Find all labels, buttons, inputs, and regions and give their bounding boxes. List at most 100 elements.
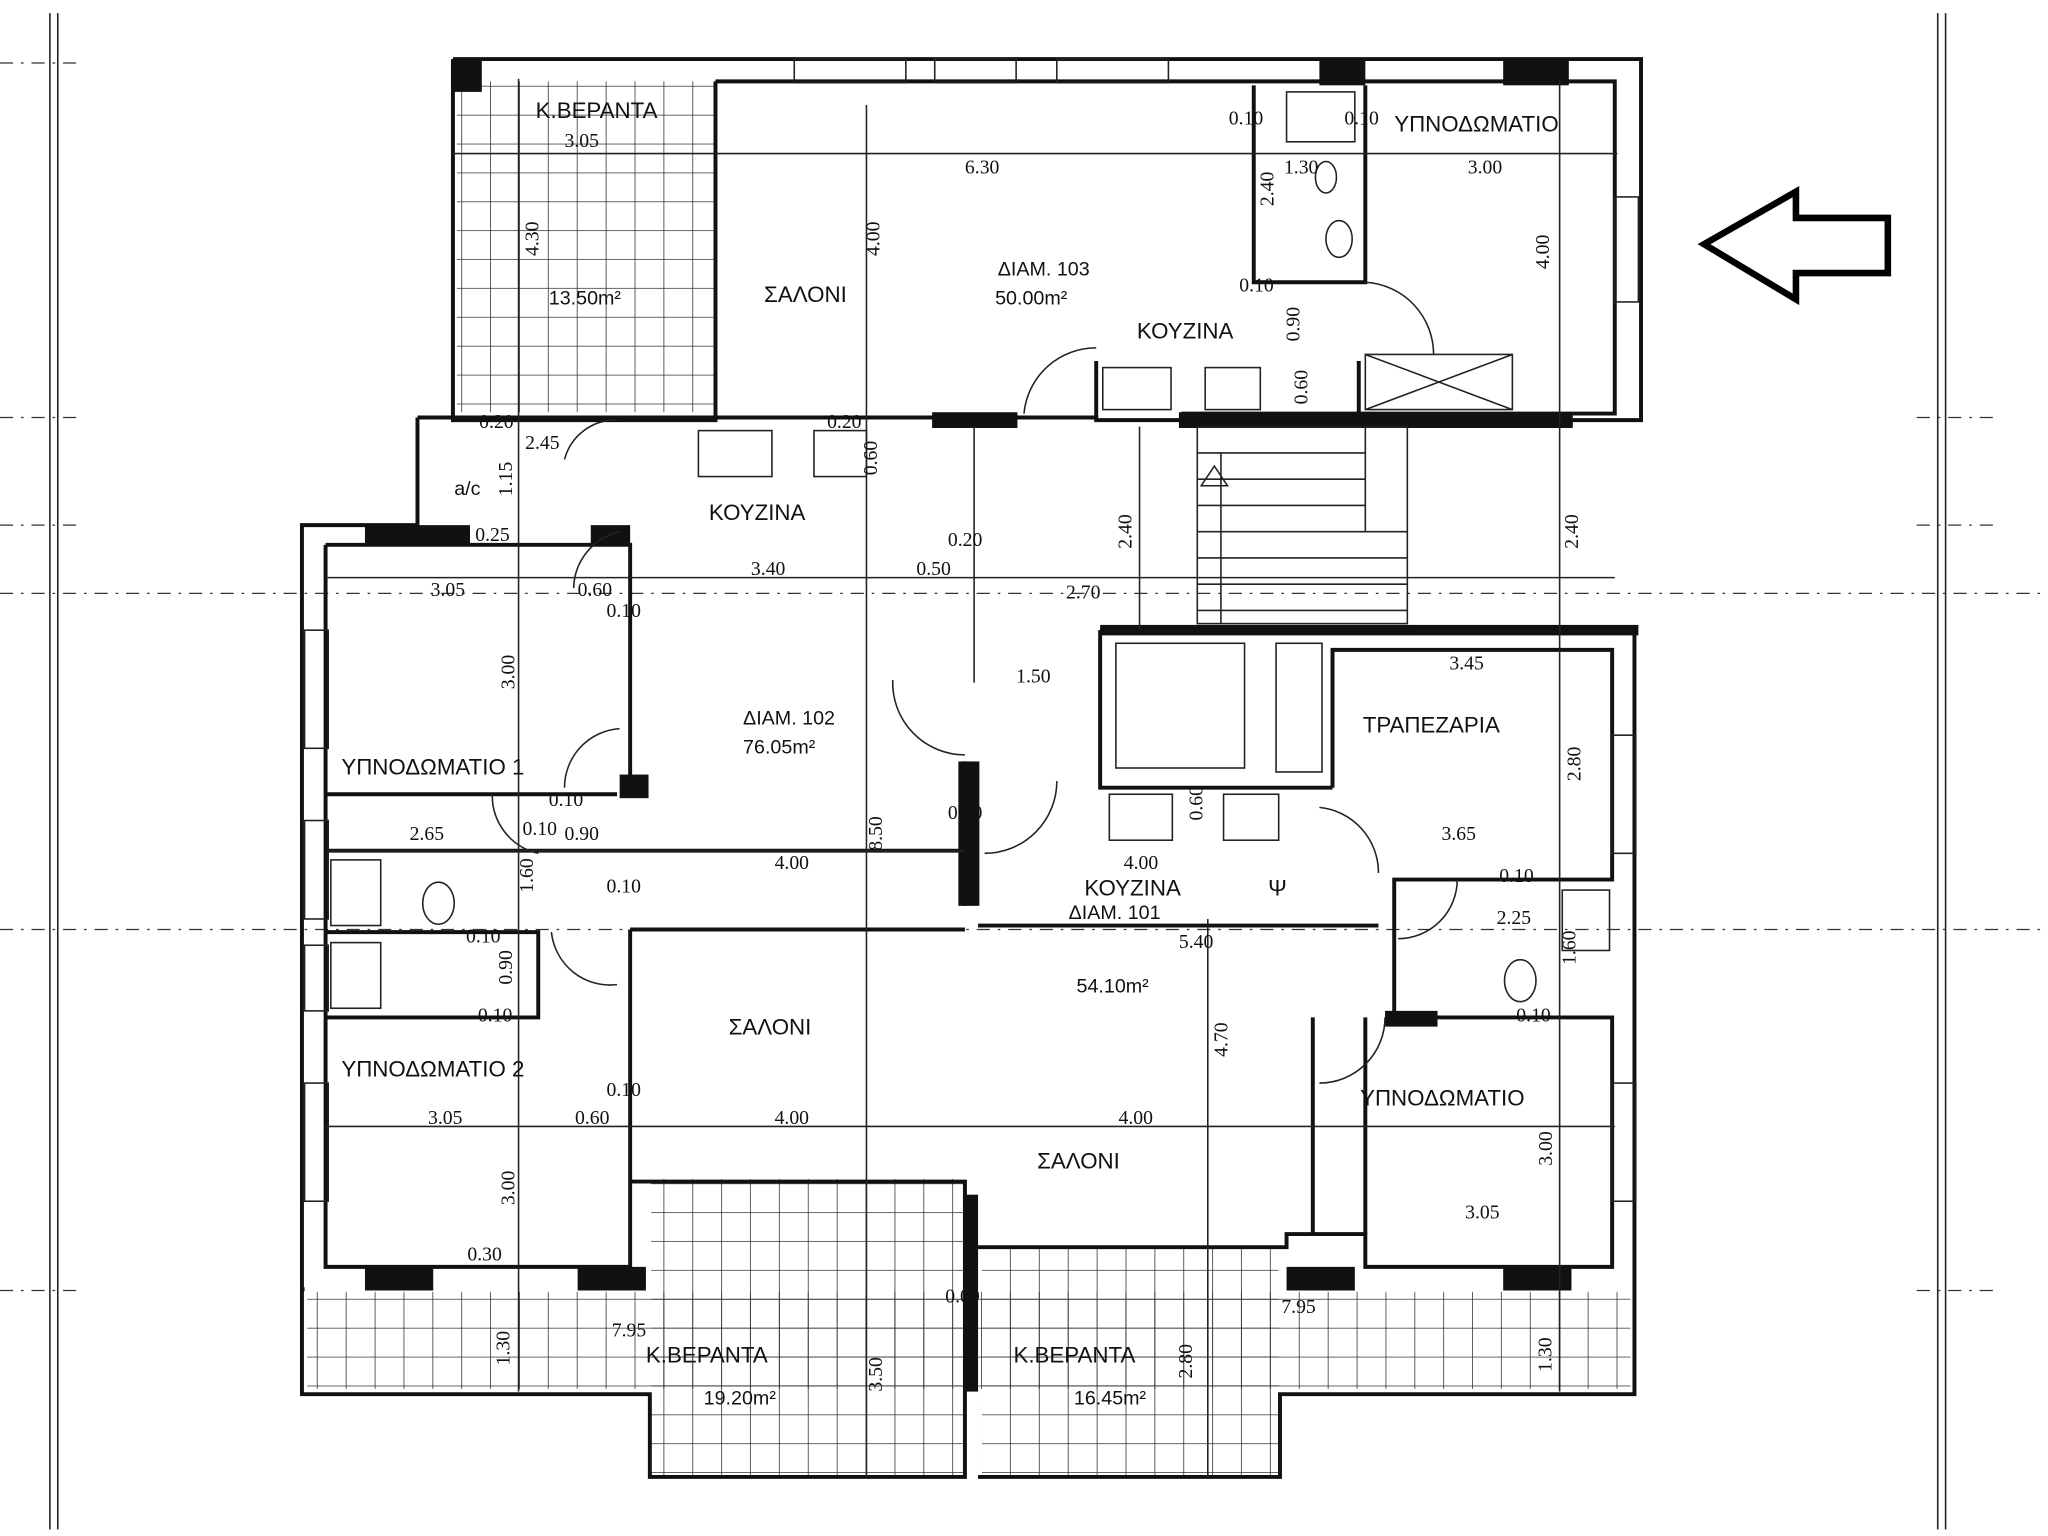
dimension-label: 3.50	[865, 1357, 887, 1392]
dimension-label: 0.10	[523, 818, 558, 840]
windows	[303, 58, 1640, 1203]
dimension-label: 4.00	[1532, 235, 1554, 270]
dimension-label: 3.00	[1468, 156, 1503, 178]
dimension-label: 2.65	[410, 823, 445, 845]
dimension-label: 0.30	[467, 1243, 502, 1265]
room-label: ΣΑΛΟΝΙ	[729, 1015, 812, 1040]
dimension-label: 3.45	[1449, 653, 1484, 675]
area-label: 19.20m²	[704, 1388, 777, 1410]
area-label: 54.10m²	[1077, 975, 1150, 997]
dimension-label: 0.90	[565, 823, 600, 845]
dimension-lines	[325, 78, 1618, 1477]
dimension-label: 0.90	[495, 950, 517, 985]
dimension-label: 2.80	[1564, 747, 1586, 782]
dimension-label: 3.05	[431, 579, 466, 601]
room-label: ΣΑΛΟΝΙ	[1037, 1148, 1120, 1173]
dimension-label: 1.60	[516, 858, 538, 893]
dimension-label: 1.30	[492, 1331, 514, 1366]
dimension-label: 0.10	[1344, 108, 1379, 130]
dimension-label: 0.10	[1239, 274, 1274, 296]
dimension-label: 0.10	[1229, 108, 1264, 130]
dimension-label: 0.10	[607, 1079, 642, 1101]
dimension-label: 0.10	[549, 789, 584, 811]
dimension-label: 0.60	[1291, 370, 1313, 405]
dimension-label: 1.30	[1535, 1337, 1557, 1372]
dimension-label: 0.60	[860, 441, 882, 476]
dimension-label: 1.50	[1016, 666, 1051, 688]
room-label: Κ.ΒΕΡΑΝΤΑ	[536, 98, 658, 123]
dimension-label: 0.60	[575, 1107, 610, 1129]
room-label: ΥΠΝΟΔΩΜΑΤΙΟ	[1360, 1085, 1524, 1110]
dimension-label: 0.00	[948, 802, 983, 824]
dimension-label: 0.25	[475, 524, 510, 546]
dimension-label: 7.95	[1281, 1296, 1316, 1318]
dimension-label: 3.05	[565, 130, 600, 152]
dimension-label: 4.70	[1210, 1022, 1232, 1057]
dimension-label: 4.00	[775, 852, 810, 874]
dimension-label: 2.25	[1497, 907, 1532, 929]
direction-arrow-icon	[1697, 186, 1892, 306]
room-labels: Κ.ΒΕΡΑΝΤΑ 13.50m² ΣΑΛΟΝΙ ΔΙΑΜ. 103 50.00…	[341, 98, 1558, 1410]
dimension-label: 3.40	[751, 558, 786, 580]
dimension-label: 0.60	[578, 579, 613, 601]
dimension-label: 3.00	[1535, 1131, 1557, 1166]
dimension-label: 6.30	[965, 156, 1000, 178]
dimension-label: 2.40	[1561, 514, 1583, 549]
dimension-label: 0.20	[948, 529, 983, 551]
dimension-label: 2.40	[1256, 172, 1278, 207]
dimension-label: 0.00	[945, 1285, 980, 1307]
dimension-label: 3.00	[498, 1171, 520, 1206]
doors	[491, 281, 1514, 1084]
room-label: ΤΡΑΠΕΖΑΡΙΑ	[1363, 713, 1500, 738]
apartment-label: ΔΙΑΜ. 103	[998, 259, 1090, 281]
dimension-label: 2.80	[1175, 1344, 1197, 1379]
dimension-label: 0.50	[916, 558, 951, 580]
dimension-label: 0.20	[827, 411, 862, 433]
dimension-label: 4.00	[863, 221, 885, 256]
dimension-label: 0.10	[607, 600, 642, 622]
shaft-label: Ψ	[1268, 875, 1287, 900]
dimension-label: 5.40	[1179, 931, 1214, 953]
dimension-label: 7.95	[612, 1319, 647, 1341]
room-label: ΣΑΛΟΝΙ	[764, 282, 847, 307]
dimension-label: 0.60	[1186, 786, 1208, 821]
apartment-label: ΔΙΑΜ. 102	[743, 708, 835, 730]
room-label: ΚΟΥΖΙΝΑ	[1137, 319, 1234, 344]
sheet-frame	[0, 13, 2048, 1530]
dimension-label: 3.00	[498, 655, 520, 690]
staircase	[1196, 425, 1409, 625]
room-label: ΥΠΝΟΔΩΜΑΤΙΟ 1	[341, 755, 524, 780]
dimension-label: 3.05	[428, 1107, 463, 1129]
dimension-label: 2.70	[1066, 582, 1101, 604]
room-label: ΚΟΥΖΙΝΑ	[1084, 875, 1181, 900]
room-label: Κ.ΒΕΡΑΝΤΑ	[1013, 1343, 1135, 1368]
dimension-label: 4.00	[775, 1107, 810, 1129]
dimension-label: 0.10	[466, 926, 501, 948]
dimension-label: 0.10	[478, 1004, 513, 1026]
room-label: ΥΠΝΟΔΩΜΑΤΙΟ	[1394, 111, 1558, 136]
dimension-label: 1.15	[495, 462, 517, 497]
room-label: ΚΟΥΖΙΝΑ	[709, 500, 806, 525]
room-label: Κ.ΒΕΡΑΝΤΑ	[646, 1343, 768, 1368]
dimension-label: 2.45	[525, 432, 560, 454]
dimension-label: 0.10	[1499, 865, 1534, 887]
dimension-label: 0.10	[607, 876, 642, 898]
room-label: ΥΠΝΟΔΩΜΑΤΙΟ 2	[341, 1057, 524, 1082]
dimension-label: 2.40	[1115, 514, 1137, 549]
dimension-label: 8.50	[865, 816, 887, 851]
fixtures	[330, 91, 1611, 1010]
area-label: 13.50m²	[549, 288, 622, 310]
dimension-label: 0.90	[1283, 307, 1305, 342]
area-label: 16.45m²	[1074, 1388, 1147, 1410]
dimension-label: 4.00	[1124, 852, 1159, 874]
apartment-label: ΔΙΑΜ. 101	[1069, 902, 1161, 924]
dimension-label: 3.05	[1465, 1201, 1500, 1223]
dimension-label: 1.30	[1284, 156, 1319, 178]
dimension-label: 3.65	[1441, 823, 1476, 845]
area-label: 50.00m²	[995, 288, 1068, 310]
dimension-label: 4.00	[1119, 1107, 1154, 1129]
dimension-label: 0.20	[479, 411, 514, 433]
dimension-label: 1.60	[1558, 930, 1580, 965]
dimension-label: 4.30	[521, 221, 543, 256]
